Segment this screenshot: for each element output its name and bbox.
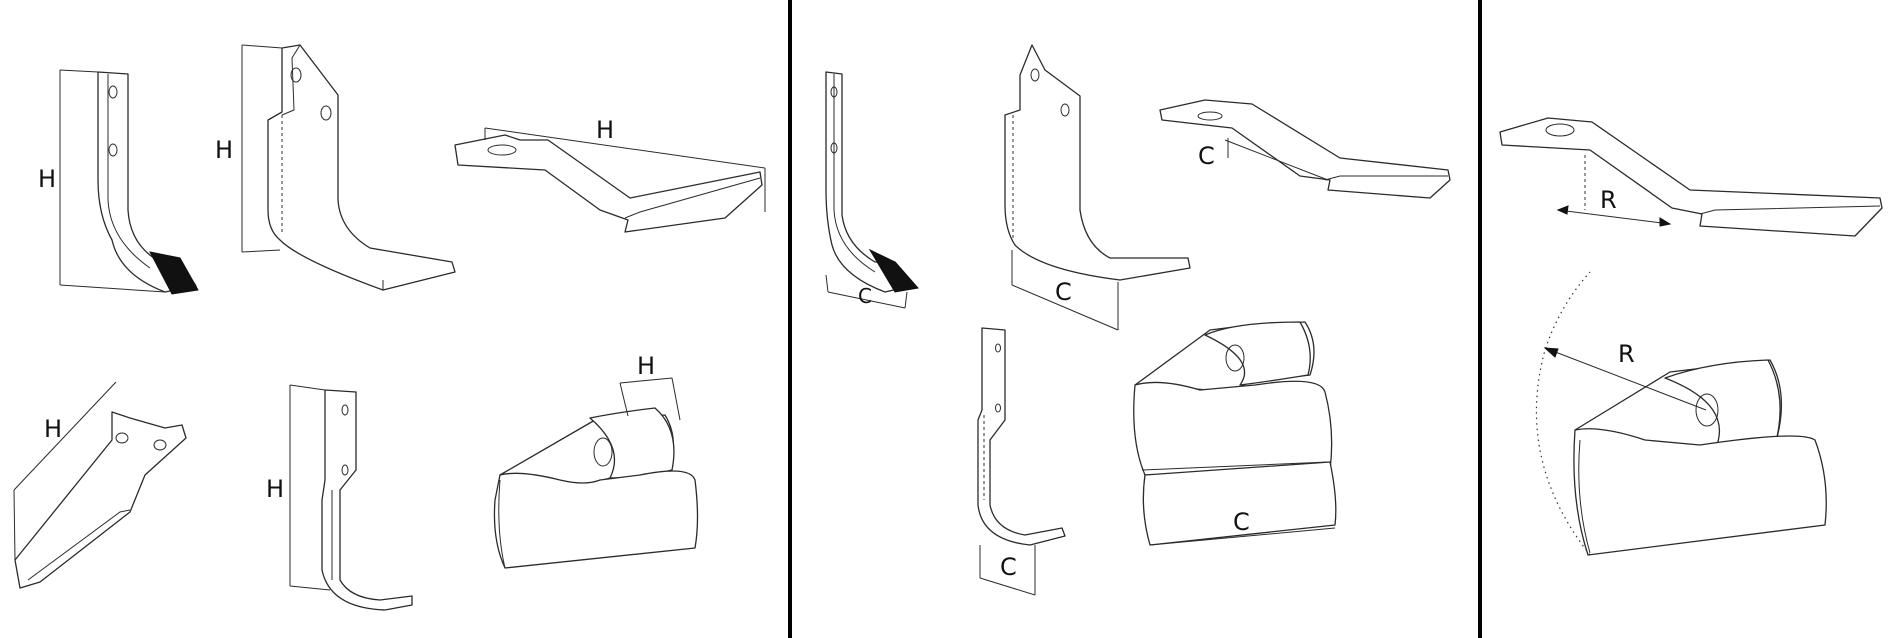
blade-rotor-flange: C [1133,321,1337,546]
dim-label: H [215,136,233,164]
dim-label: H [637,352,655,380]
dim-label: C [1233,508,1250,536]
blade-wide-hatchet: H [215,44,456,291]
dim-label: H [38,165,56,193]
panel-height: H H H [13,44,766,611]
blade-rotor-flange: H [493,352,699,569]
dim-label: H [44,415,62,443]
dim-label: C [1055,278,1072,306]
panel-width: C C C [825,44,1451,596]
blade-flat-mower: C [1159,99,1451,199]
dim-label: C [858,284,872,308]
blade-flat-mower: H [454,116,766,233]
blade-straight-l: C [825,71,919,309]
dim-label: R [1618,340,1635,368]
blade-wide-hatchet: C [1004,44,1191,331]
dim-label: H [596,116,614,144]
blade-narrow-l: H [266,384,413,611]
dim-label: C [1000,553,1017,581]
blade-flat-mower: R [1499,117,1883,237]
dim-label: H [266,475,284,503]
blade-angled: H [13,381,187,589]
panel-radius: R R [1499,117,1883,556]
blade-straight-l: H [38,69,199,295]
dim-label: C [1198,142,1215,170]
blade-rotor-swing-radius: R [1535,271,1827,556]
dim-label: R [1600,186,1617,214]
blade-narrow-l: C [977,327,1066,596]
